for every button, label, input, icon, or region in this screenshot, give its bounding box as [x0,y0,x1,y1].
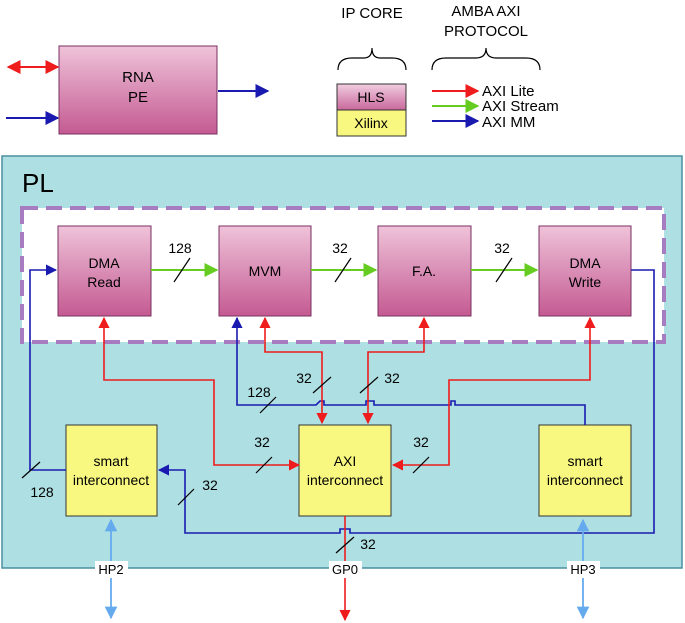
dma-read-block [57,225,152,317]
hp3-label: HP3 [570,562,595,577]
rna-pe-block [58,45,218,135]
lite-axiic-mvm [259,316,328,425]
width-lite-left: 32 [254,434,270,450]
dma-read-label-1: DMA [88,255,120,271]
width-lite-fa: 32 [384,370,400,386]
gp0-label-bg [329,561,362,578]
pl-label: PL [22,168,54,198]
smart-right-label-2: interconnect [547,472,623,488]
lite-axiic-dmawrite [391,316,596,471]
dma-write-label-2: Write [569,274,602,290]
width-fa-dmawrite: 32 [494,240,510,256]
ip-core-brace [337,47,407,71]
axi-ic-label-1: AXI [334,453,357,469]
hp2-label: HP2 [98,562,123,577]
width-slash-lite-left [255,456,273,474]
width-slash-lite-fa [359,376,379,394]
width-slash-mm-left [21,461,41,479]
legend-axi-lite-label: AXI Lite [482,83,535,100]
width-lite-right: 32 [413,434,429,450]
width-mvm-fa: 32 [332,240,348,256]
smart-interconnect-left [65,424,158,517]
width-slash-3 [495,257,513,283]
width-slash-gp0 [335,536,355,554]
axi-ic-label-2: interconnect [307,472,383,488]
width-mm-left: 128 [30,484,54,500]
fa-label: F.A. [412,263,436,279]
dma-read-label-2: Read [87,274,120,290]
mm-smartleft-dmaread [29,264,66,471]
lite-axiic-dmaread [98,316,301,471]
smart-left-label-2: interconnect [73,472,149,488]
width-slash-lite-mvm [312,376,332,394]
width-mm-mid: 128 [247,384,271,400]
legend-axi-mm-label: AXI MM [482,114,535,131]
ip-core-title: IP CORE [341,5,402,22]
amba-title-2: PROTOCOL [444,23,528,40]
mvm-block [218,225,312,317]
dma-write-block [538,225,632,317]
width-slash-1 [173,257,191,283]
smart-left-label-1: smart [94,453,129,469]
hls-legend-box [336,83,407,111]
hp2-label-bg [95,561,128,578]
width-slash-lite-right [412,456,430,474]
width-dmaread-mvm: 128 [168,240,192,256]
xilinx-legend-box [336,109,407,137]
mvm-label: MVM [249,263,282,279]
legend-axi-stream-label: AXI Stream [482,98,559,115]
width-slash-2 [334,257,352,283]
width-lite-mvm: 32 [296,370,312,386]
amba-brace [431,47,541,71]
width-mm-smart: 32 [202,477,218,493]
legend: RNA PE IP CORE HLS Xilinx AMBA AXI PROTO… [6,3,559,137]
width-slash-mm-smart [177,488,195,506]
smart-interconnect-right [538,424,632,517]
axi-interconnect [298,424,392,517]
dma-write-label-1: DMA [569,255,601,271]
hp3-label-bg [567,561,600,578]
rna-pe-label-1: RNA [122,69,154,86]
xilinx-legend-label: Xilinx [354,115,387,131]
amba-title-1: AMBA AXI [451,3,520,20]
rna-pe-label-2: PE [128,89,148,106]
gp0-label: GP0 [332,562,358,577]
width-gp0: 32 [360,536,376,552]
hls-legend-label: HLS [357,89,384,105]
smart-right-label-1: smart [568,453,603,469]
